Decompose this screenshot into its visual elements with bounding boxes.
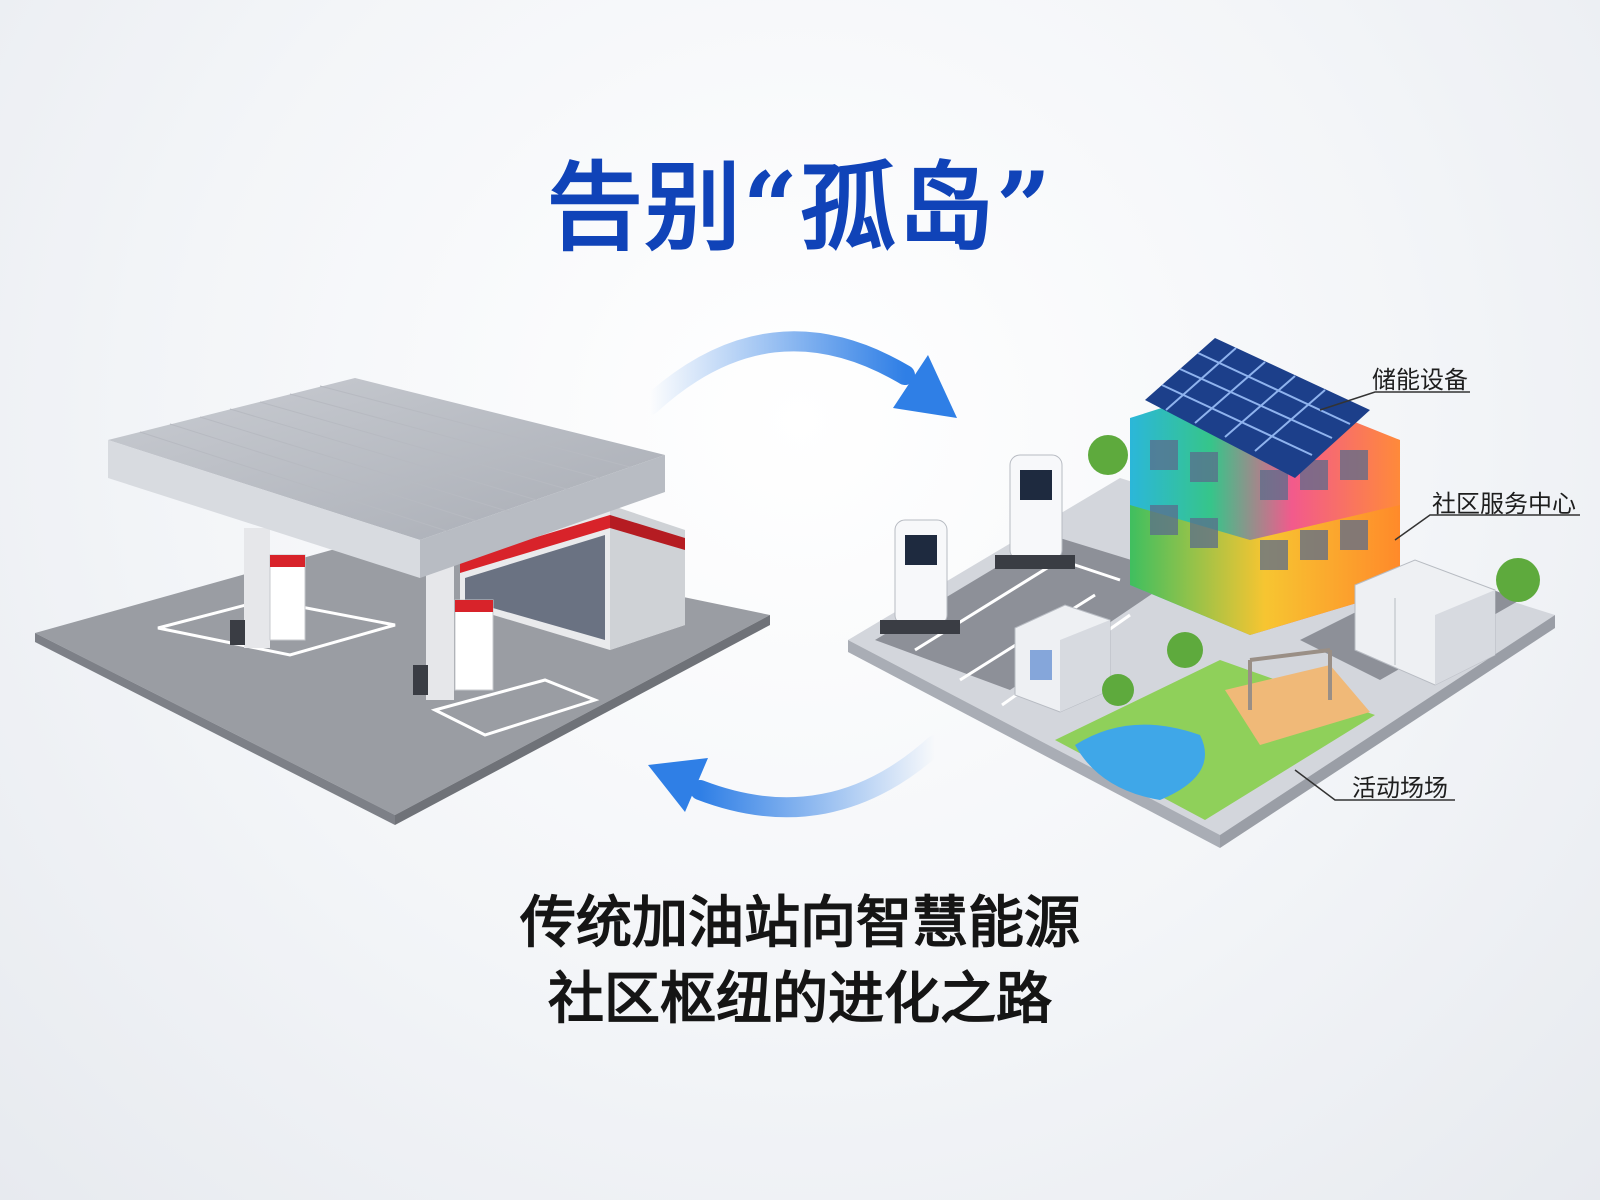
cycle-arrow-bottom-icon <box>648 735 945 818</box>
station-canopy <box>108 378 665 540</box>
subtitle: 传统加油站向智慧能源 社区枢纽的进化之路 <box>0 885 1600 1037</box>
label-activity-area: 活动场场 <box>1352 774 1448 802</box>
pump-stripe <box>270 555 305 567</box>
energy-community-illustration <box>848 338 1580 848</box>
gas-station-illustration <box>35 378 770 825</box>
cycle-arrow-top-icon <box>640 331 957 418</box>
ev-charger <box>880 519 960 634</box>
subtitle-line-1: 传统加油站向智慧能源 <box>520 890 1080 956</box>
energy-storage-cabinets <box>1354 559 1496 686</box>
label-community-center: 社区服务中心 <box>1432 490 1576 518</box>
page-title: 告别“孤岛” <box>546 151 1054 264</box>
solar-panel-array <box>1145 338 1370 478</box>
subtitle-line-2: 社区枢纽的进化之路 <box>548 966 1052 1032</box>
ev-charger <box>995 454 1075 569</box>
label-energy-storage: 储能设备 <box>1372 366 1468 394</box>
